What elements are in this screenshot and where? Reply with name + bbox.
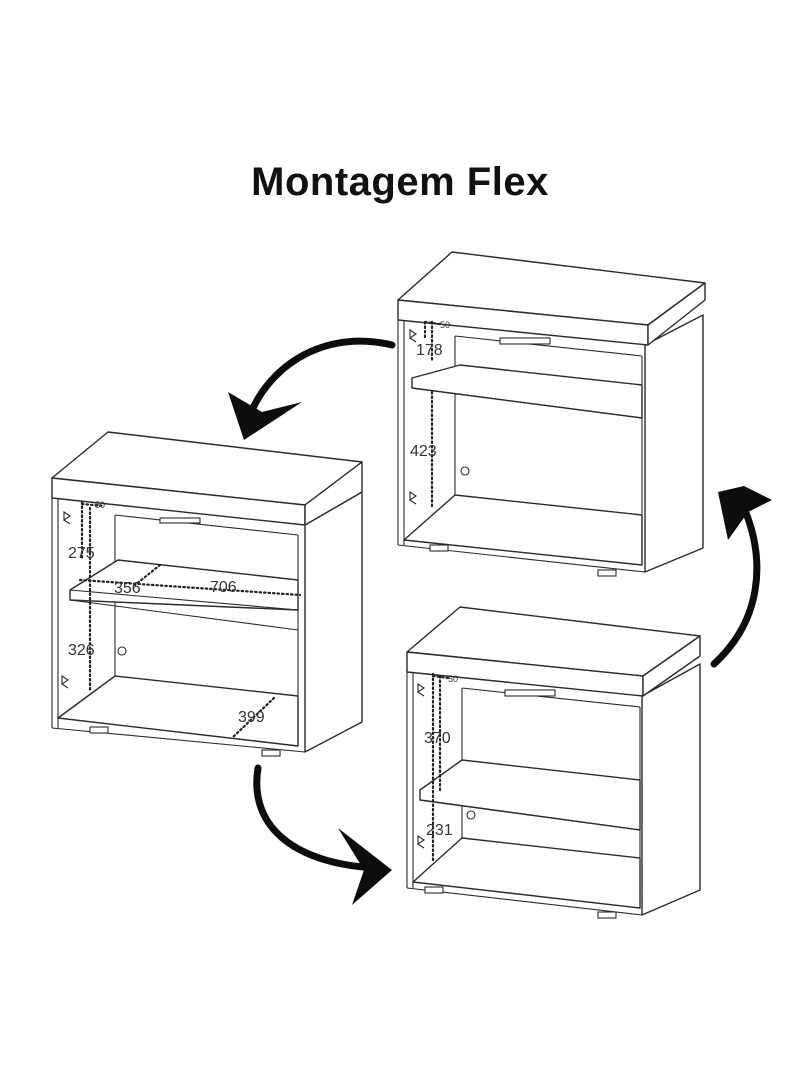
- dim-label: 423: [410, 443, 437, 460]
- dim-label: 50: [448, 674, 458, 684]
- dim-label: 50: [95, 500, 105, 510]
- dim-label: 370: [424, 730, 451, 747]
- page-title: Montagem Flex: [251, 160, 549, 204]
- dim-label: 231: [426, 822, 453, 839]
- dim-label: 326: [68, 642, 95, 659]
- arrow-top-to-left: [228, 337, 396, 440]
- dim-label: 706: [210, 579, 237, 596]
- arrow-left-to-bottom: [253, 764, 392, 905]
- cabinet-top-right: 50 178 423: [397, 251, 706, 577]
- cabinet-left: 50 275 356 706 326 399: [51, 431, 363, 757]
- dim-label: 356: [114, 580, 141, 597]
- dim-label: 178: [416, 342, 443, 359]
- dim-label: 275: [68, 545, 95, 562]
- dim-label: 399: [238, 709, 265, 726]
- arrow-bottom-to-top: [710, 486, 772, 668]
- cabinet-bottom-right: 50 370 231: [406, 606, 701, 919]
- dim-label: 50: [440, 320, 450, 330]
